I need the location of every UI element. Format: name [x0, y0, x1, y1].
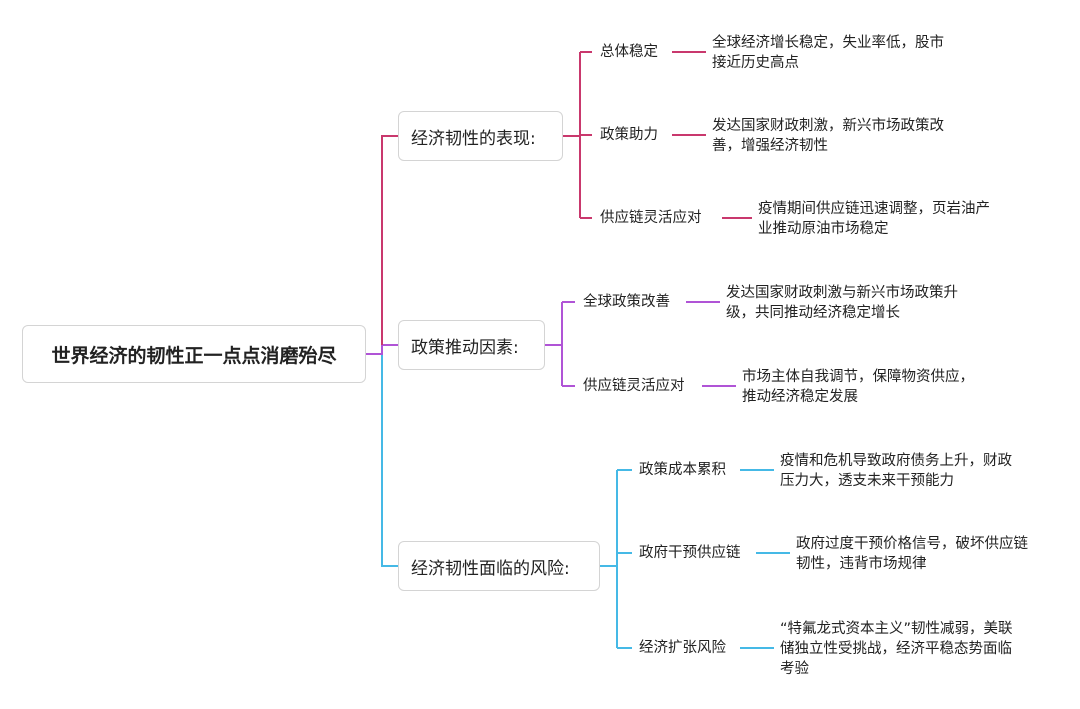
- branch-node-performance[interactable]: 经济韧性的表现:: [398, 111, 563, 161]
- connector-risk-details: [740, 469, 790, 649]
- detail-global-policy-improvement-line-1: 发达国家财政刺激与新兴市场政策升: [726, 285, 958, 301]
- detail-government-intervention-line-1: 政府过度干预价格信号，破坏供应链: [796, 536, 1028, 552]
- branch-node-policy[interactable]: 政策推动因素:: [398, 320, 545, 370]
- connector-root-to-risk: [366, 353, 398, 567]
- branch-label: 政策推动因素:: [411, 337, 519, 358]
- topic-economic-expansion-risk[interactable]: 经济扩张风险: [639, 640, 726, 656]
- detail-expansion-risk-line-2: 储独立性受挑战，经济平稳态势面临: [780, 641, 1012, 657]
- connector-policy-details: [686, 301, 736, 387]
- detail-policy-cost-line-1: 疫情和危机导致政府债务上升，财政: [780, 453, 1012, 469]
- connector-policy-children: [545, 301, 575, 387]
- connector-performance-details: [672, 51, 752, 219]
- branch-label: 经济韧性的表现:: [411, 128, 536, 149]
- detail-overall-stability-line-1: 全球经济增长稳定，失业率低，股市: [712, 35, 944, 51]
- connector-root-to-policy: [366, 344, 398, 355]
- detail-global-policy-improvement-line-2: 级，共同推动经济稳定增长: [726, 305, 900, 321]
- root-node-label: 世界经济的韧性正一点点消磨殆尽: [51, 344, 337, 367]
- branch-node-risk[interactable]: 经济韧性面临的风险:: [398, 541, 600, 591]
- detail-supply-chain-response-2-line-2: 推动经济稳定发展: [742, 389, 858, 405]
- detail-policy-support-line-2: 善，增强经济韧性: [712, 138, 828, 154]
- connector-risk-children: [600, 469, 632, 649]
- topic-supply-chain-response[interactable]: 供应链灵活应对: [600, 210, 702, 226]
- detail-supply-chain-response-line-1: 疫情期间供应链迅速调整，页岩油产: [758, 201, 990, 217]
- detail-expansion-risk-line-1: “特氟龙式资本主义”韧性减弱，美联: [780, 621, 1013, 637]
- topic-policy-cost-accumulation[interactable]: 政策成本累积: [639, 462, 726, 478]
- topic-supply-chain-response-2[interactable]: 供应链灵活应对: [583, 378, 685, 394]
- branch-label: 经济韧性面临的风险:: [411, 558, 570, 579]
- detail-supply-chain-response-line-2: 业推动原油市场稳定: [758, 221, 889, 237]
- detail-policy-cost-line-2: 压力大，透支未来干预能力: [780, 473, 954, 489]
- topic-overall-stability[interactable]: 总体稳定: [600, 44, 658, 60]
- detail-government-intervention-line-2: 韧性，违背市场规律: [796, 556, 927, 572]
- detail-policy-support-line-1: 发达国家财政刺激，新兴市场政策改: [712, 118, 944, 134]
- detail-expansion-risk-line-3: 考验: [780, 661, 809, 677]
- connector-performance-children: [563, 51, 592, 219]
- topic-policy-support[interactable]: 政策助力: [600, 127, 658, 143]
- topic-global-policy-improvement[interactable]: 全球政策改善: [583, 294, 670, 310]
- connector-root-to-performance: [381, 135, 398, 345]
- detail-supply-chain-response-2-line-1: 市场主体自我调节，保障物资供应，: [742, 369, 974, 385]
- root-node[interactable]: 世界经济的韧性正一点点消磨殆尽: [22, 325, 366, 383]
- detail-overall-stability-line-2: 接近历史高点: [712, 55, 799, 71]
- topic-government-intervention[interactable]: 政府干预供应链: [639, 545, 741, 561]
